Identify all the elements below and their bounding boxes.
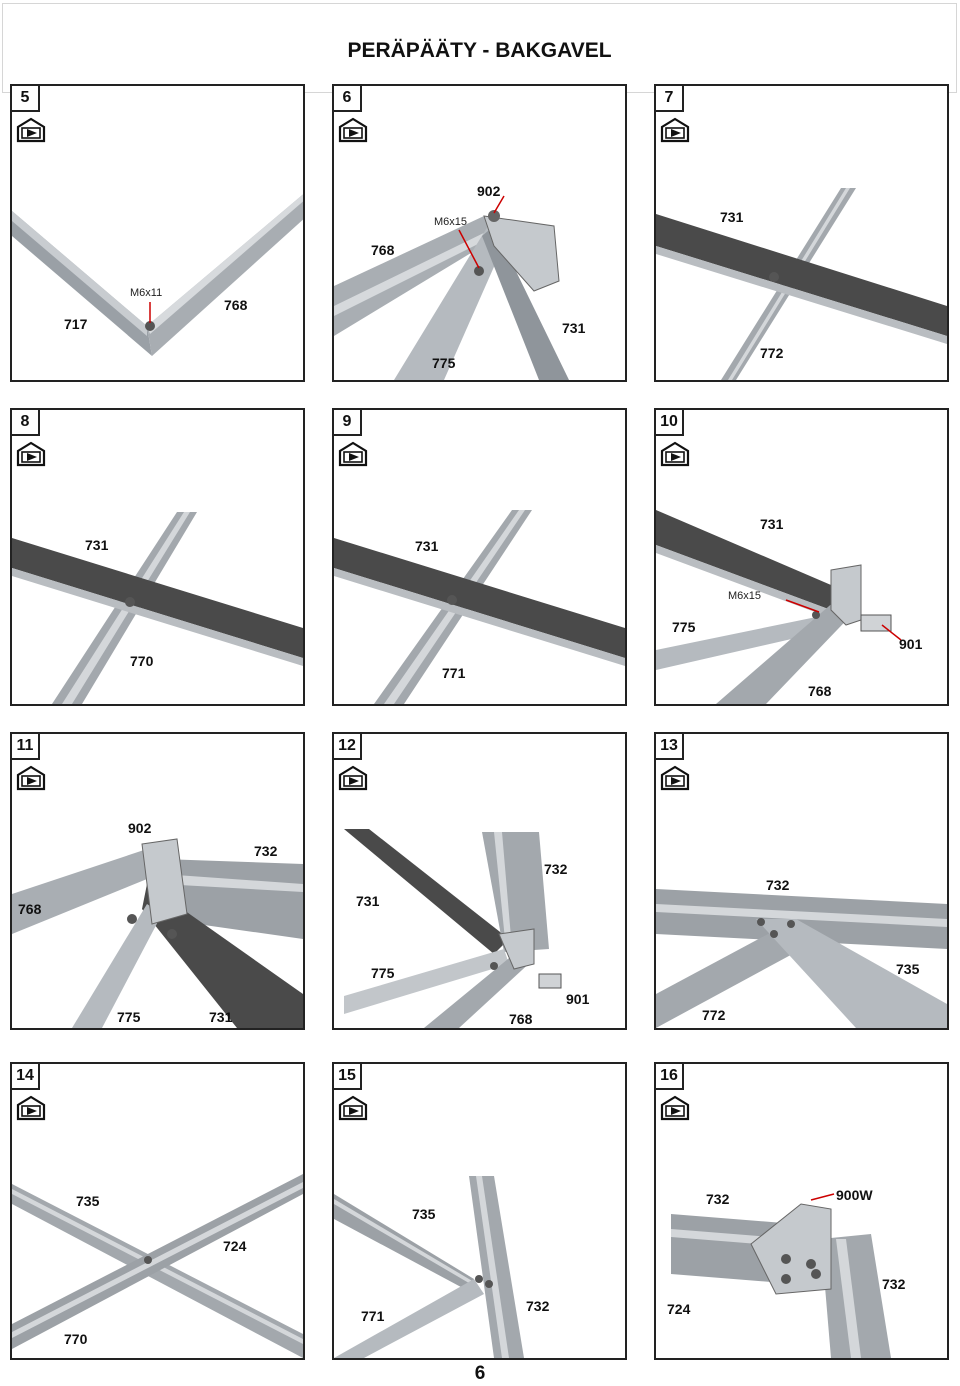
greenhouse-arrow-icon <box>16 117 46 143</box>
part-label: 732 <box>706 1191 730 1207</box>
part-label: 770 <box>130 653 154 669</box>
part-label: 901 <box>899 636 923 652</box>
part-label: 901 <box>566 991 590 1007</box>
part-label: 902 <box>477 183 501 199</box>
part-label: 732 <box>766 877 790 893</box>
step-number: 15 <box>334 1064 362 1090</box>
part-label: 775 <box>672 619 696 635</box>
step-11-illustration <box>12 838 303 1028</box>
step-number: 5 <box>12 86 40 112</box>
step-panel-9: 9 731 771 <box>332 408 627 706</box>
step-panel-15: 15 735 771 732 <box>332 1062 627 1360</box>
step-number: 16 <box>656 1064 684 1090</box>
part-label: 772 <box>760 345 784 361</box>
page-title: PERÄPÄÄTY - BAKGAVEL <box>347 39 612 62</box>
part-label: 768 <box>224 297 248 313</box>
part-label: 772 <box>702 1007 726 1023</box>
greenhouse-arrow-icon <box>16 765 46 791</box>
part-label: M6x11 <box>130 287 163 299</box>
part-label: 900W <box>836 1187 873 1203</box>
part-label: 732 <box>882 1276 906 1292</box>
step-16-illustration <box>671 1193 891 1358</box>
step-panel-13: 13 732 735 772 <box>654 732 949 1030</box>
step-number: 14 <box>12 1064 40 1090</box>
greenhouse-arrow-icon <box>660 1095 690 1121</box>
step-12-illustration <box>344 829 562 1028</box>
part-label: 731 <box>209 1009 233 1025</box>
part-label: 735 <box>896 961 920 977</box>
step-panel-14: 14 735 724 770 <box>10 1062 305 1360</box>
part-label: 731 <box>356 893 380 909</box>
step-8-illustration <box>12 512 303 704</box>
step-10-illustration <box>656 510 902 704</box>
part-label: 732 <box>254 843 278 859</box>
step-number: 8 <box>12 410 40 436</box>
step-panel-10: 10 731 M6x15 775 901 768 <box>654 408 949 706</box>
part-label: 768 <box>509 1011 533 1027</box>
greenhouse-arrow-icon <box>660 765 690 791</box>
part-label: 731 <box>562 320 586 336</box>
part-label: 735 <box>412 1206 436 1222</box>
step-7-illustration <box>656 188 947 380</box>
part-label: M6x15 <box>434 216 468 228</box>
part-label: 735 <box>76 1193 100 1209</box>
step-14-illustration <box>12 1174 303 1358</box>
page-number: 6 <box>474 1363 486 1384</box>
part-label: 902 <box>128 820 152 836</box>
step-number: 10 <box>656 410 684 436</box>
part-label: 732 <box>526 1298 550 1314</box>
greenhouse-arrow-icon <box>660 441 690 467</box>
greenhouse-arrow-icon <box>338 441 368 467</box>
step-9-illustration <box>334 510 625 704</box>
part-label: 731 <box>415 538 439 554</box>
greenhouse-arrow-icon <box>16 441 46 467</box>
part-label: 775 <box>117 1009 141 1025</box>
greenhouse-arrow-icon <box>338 765 368 791</box>
step-15-illustration <box>334 1176 524 1358</box>
step-13-illustration <box>656 889 947 1028</box>
part-label: 732 <box>544 861 568 877</box>
greenhouse-arrow-icon <box>338 117 368 143</box>
step-panel-8: 8 731 770 <box>10 408 305 706</box>
greenhouse-arrow-icon <box>660 117 690 143</box>
part-label: 731 <box>720 209 744 225</box>
step-number: 12 <box>334 734 362 760</box>
step-number: 7 <box>656 86 684 112</box>
step-5-illustration <box>12 194 303 356</box>
part-label: 771 <box>361 1308 385 1324</box>
part-label: 775 <box>371 965 395 981</box>
step-number: 11 <box>12 734 40 760</box>
step-6-illustration <box>334 195 569 380</box>
part-label: M6x15 <box>728 590 762 602</box>
part-label: 724 <box>223 1238 247 1254</box>
step-panel-5: 5 M6x11 717 768 <box>10 84 305 382</box>
greenhouse-arrow-icon <box>338 1095 368 1121</box>
step-number: 13 <box>656 734 684 760</box>
part-label: 731 <box>760 516 784 532</box>
part-label: 775 <box>432 355 456 371</box>
part-label: 770 <box>64 1331 88 1347</box>
greenhouse-arrow-icon <box>16 1095 46 1121</box>
step-panel-16: 16 732 900W 732 724 <box>654 1062 949 1360</box>
step-number: 6 <box>334 86 362 112</box>
step-panel-11: 11 902 732 768 775 731 <box>10 732 305 1030</box>
step-panel-6: 6 902 M6x15 768 731 775 <box>332 84 627 382</box>
part-label: 768 <box>371 242 395 258</box>
part-label: 724 <box>667 1301 691 1317</box>
header-box: PERÄPÄÄTY - BAKGAVEL <box>2 3 957 93</box>
part-label: 768 <box>18 901 42 917</box>
part-label: 768 <box>808 683 832 699</box>
step-panel-7: 7 731 772 <box>654 84 949 382</box>
part-label: 717 <box>64 316 88 332</box>
part-label: 771 <box>442 665 466 681</box>
step-panel-12: 12 732 731 775 901 768 <box>332 732 627 1030</box>
step-number: 9 <box>334 410 362 436</box>
part-label: 731 <box>85 537 109 553</box>
